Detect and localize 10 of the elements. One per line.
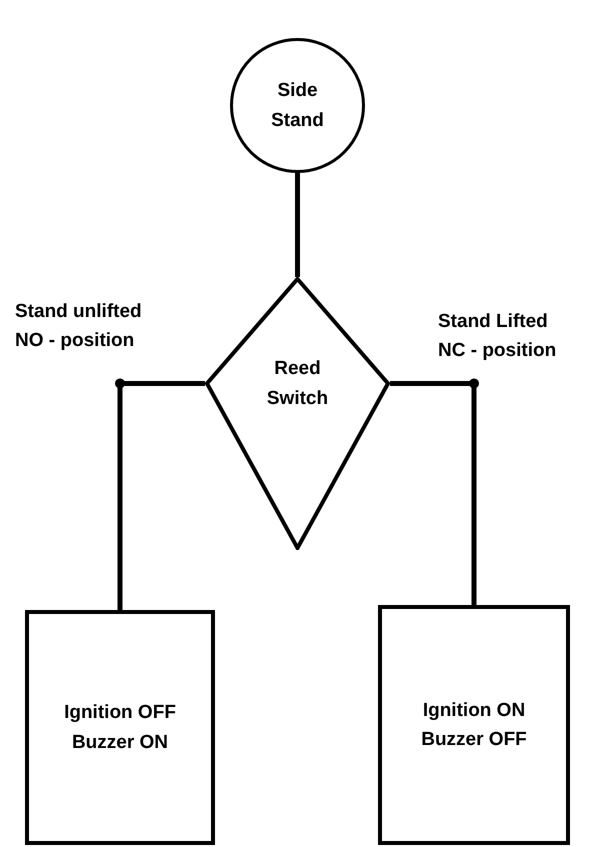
decision-diamond [205, 277, 390, 550]
node-label: Side Stand [270, 79, 325, 132]
process-box [378, 605, 570, 845]
connector-line [118, 380, 205, 610]
connector-line [295, 173, 300, 277]
node-label: Reed Switch [266, 357, 330, 410]
process-box [25, 610, 215, 845]
node-label: Ignition OFF Buzzer ON [63, 701, 177, 754]
connector-line [390, 380, 476, 605]
node-label: Ignition ON Buzzer OFF [420, 698, 528, 752]
